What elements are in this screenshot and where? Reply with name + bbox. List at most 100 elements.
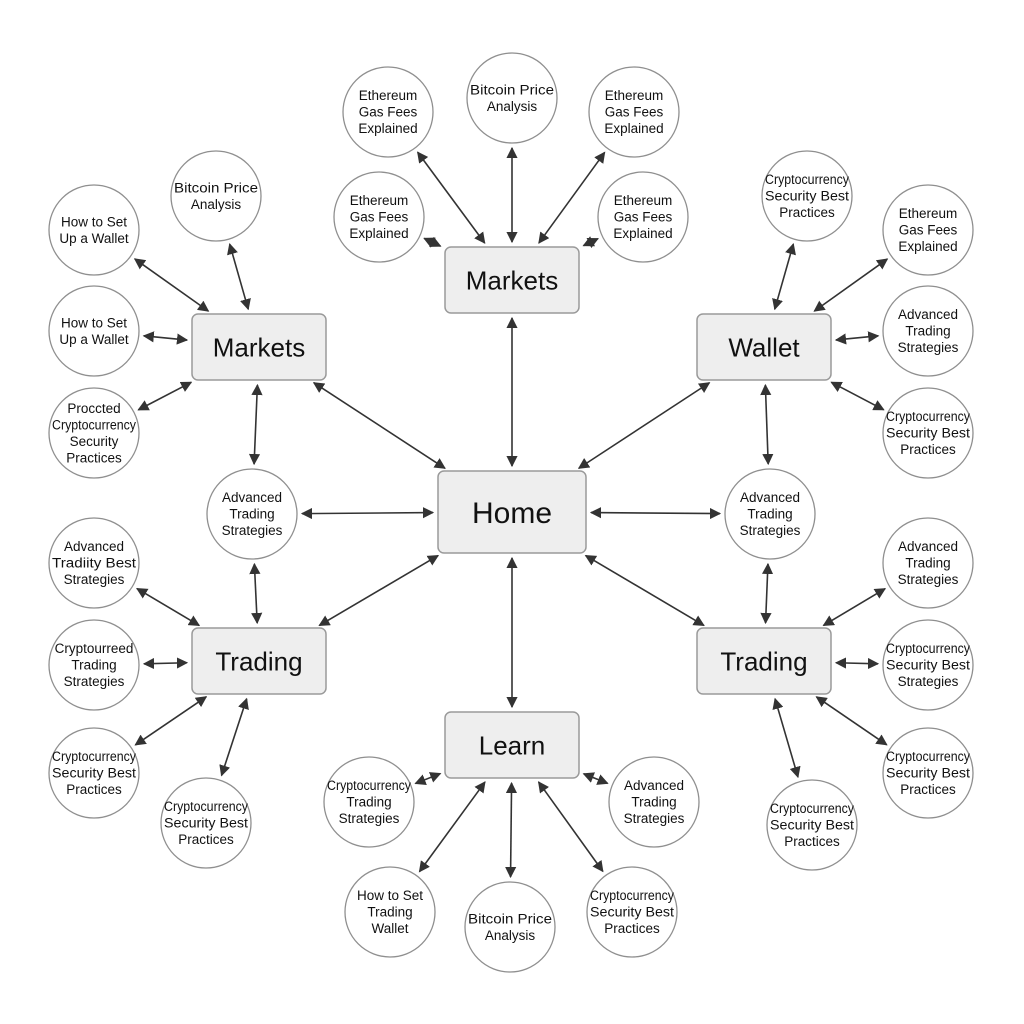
topic-label-line: Practices: [66, 782, 122, 797]
connector-home-wallet: [577, 382, 711, 469]
connector-markets_left-ml_2: [133, 258, 210, 312]
topic-label-line: Security Best: [590, 905, 674, 920]
topic-label-line: Strategies: [898, 340, 959, 355]
connector-home-center_right: [589, 507, 722, 520]
connector-markets_left-center_left: [248, 383, 263, 466]
connector-wallet-w_1: [772, 243, 796, 311]
topic-label-line: Cryptocurrency: [327, 778, 411, 793]
topic-label-line: Advanced: [624, 778, 684, 793]
connector-trading_right-tr_1: [822, 587, 887, 627]
topic-label-line: Cryptourreed: [55, 641, 134, 656]
topic-label-line: Up a Wallet: [59, 332, 129, 347]
connector-home-center_left: [300, 507, 435, 520]
connector-trading_left-tl_1: [136, 587, 201, 627]
connector-markets_left-ml_3: [142, 331, 189, 345]
topic-label-line: Ethereum: [614, 193, 673, 208]
topic-label-line: How to Set: [61, 315, 127, 330]
topic-node-ml_3[interactable]: How to Set Up a Wallet: [48, 285, 140, 377]
topic-circle: [761, 150, 853, 242]
connector-markets_top-top_4: [423, 236, 442, 248]
topic-label-line: Trading: [905, 324, 950, 339]
topic-circle: [206, 468, 298, 560]
topic-label-line: Security Best: [765, 189, 849, 204]
connector-wallet-w_3: [834, 331, 880, 345]
connector-home-markets_left: [312, 382, 446, 469]
hub-node-learn[interactable]: Learn: [444, 711, 580, 779]
hub-node-trading_right[interactable]: Trading: [696, 627, 832, 695]
topic-label-line: Practices: [779, 205, 835, 220]
topic-circle: [766, 779, 858, 871]
topic-label-line: Cryptocurrency: [52, 417, 136, 432]
topic-label-line: Practices: [604, 921, 660, 936]
connector-trading_right-tr_2: [834, 657, 880, 670]
topic-circle: [882, 285, 974, 377]
hub-node-markets_top[interactable]: Markets: [444, 246, 580, 314]
topic-label-line: Practices: [784, 834, 840, 849]
hub-box: [696, 313, 832, 381]
topic-label-line: Advanced: [898, 539, 958, 554]
hub-box: [191, 627, 327, 695]
hub-node-home[interactable]: Home: [437, 470, 587, 554]
topic-circle: [48, 387, 140, 479]
topic-label-line: Explained: [604, 121, 663, 136]
topic-circle: [586, 866, 678, 958]
connector-wallet-w_4: [830, 381, 885, 411]
topic-circle: [48, 285, 140, 377]
hub-node-wallet[interactable]: Wallet: [696, 313, 832, 381]
topic-label-line: Proccted: [67, 401, 120, 416]
hub-box: [191, 313, 327, 381]
topic-label-line: Explained: [898, 239, 957, 254]
topic-circle: [48, 727, 140, 819]
topic-label-line: Advanced: [740, 490, 800, 505]
topic-label: How to Set Up a Wallet: [59, 315, 129, 347]
topic-circle: [464, 881, 556, 973]
connector-home-trading_right: [584, 554, 705, 627]
hub-box: [696, 627, 832, 695]
topic-label-line: Trading: [905, 556, 950, 571]
topic-label-line: Cryptocurrency: [52, 749, 136, 764]
topic-label-line: Ethereum: [899, 206, 958, 221]
topic-circle: [170, 150, 262, 242]
topic-label-line: Trading: [229, 507, 274, 522]
hub-node-trading_left[interactable]: Trading: [191, 627, 327, 695]
hub-node-markets_left[interactable]: Markets: [191, 313, 327, 381]
topic-label-line: Trading: [631, 795, 676, 810]
hub-label: Wallet: [728, 332, 800, 362]
topic-circle: [882, 727, 974, 819]
topic-circle: [588, 66, 680, 158]
